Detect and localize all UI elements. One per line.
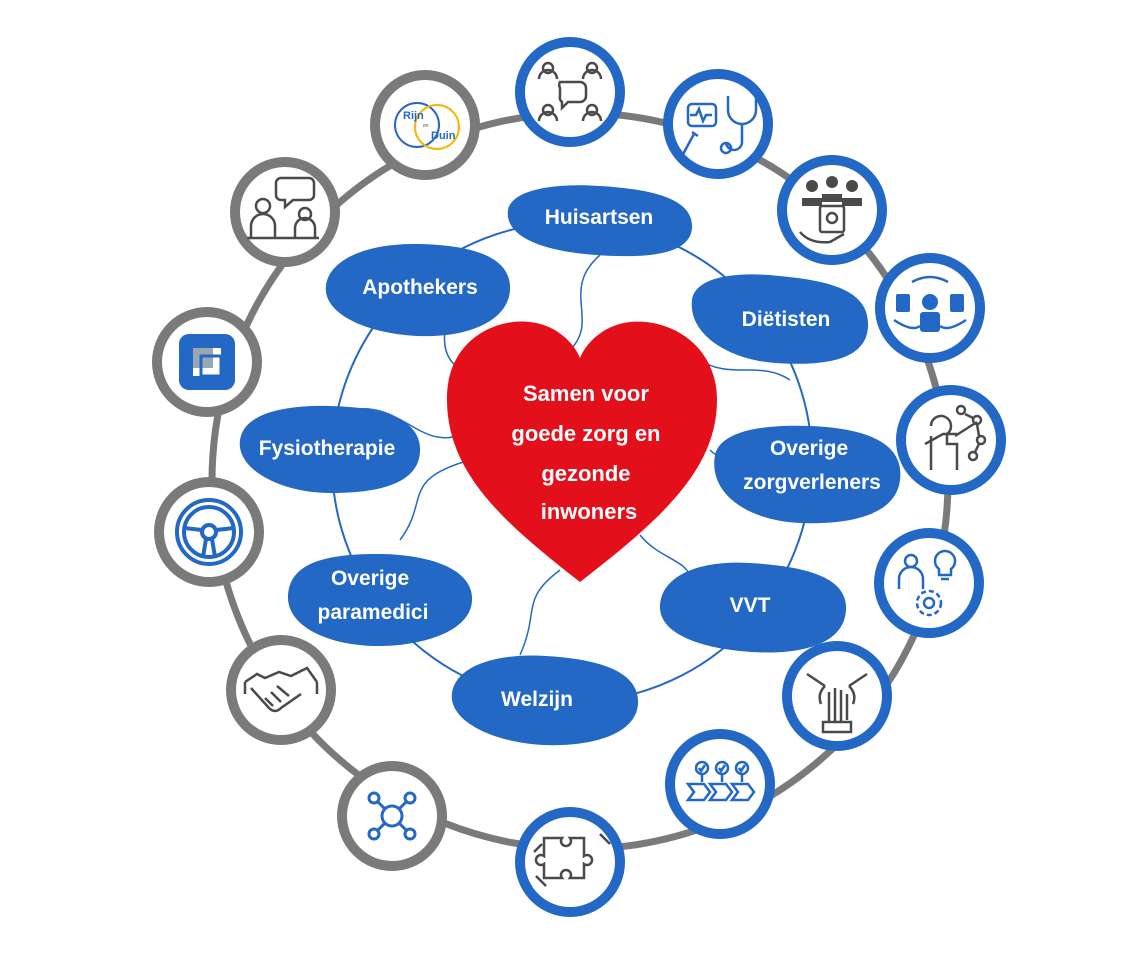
center-line: Samen voor — [523, 381, 649, 406]
center-line: inwoners — [541, 499, 638, 524]
center-line: goede zorg en — [511, 421, 660, 446]
care-team-icon — [777, 155, 887, 265]
blob-overige-zorgverleners: Overige zorgverleners — [714, 425, 901, 524]
puzzle-icon — [515, 807, 625, 917]
blob-apothekers: Apothekers — [325, 243, 511, 337]
blob-vvt: VVT — [659, 562, 847, 653]
rijn-en-duin-logo: Rijn en Duin — [370, 70, 480, 180]
square-logo-icon — [152, 307, 262, 417]
stethoscope-icon — [663, 69, 773, 179]
handshake-icon — [226, 635, 336, 745]
blob-welzijn: Welzijn — [451, 655, 639, 746]
blob-label: Welzijn — [501, 688, 573, 711]
group-chat-icon — [515, 37, 625, 147]
logo-word-rijn: Rijn — [403, 110, 424, 122]
blob-label-line: zorgverleners — [743, 471, 881, 494]
idea-network-icon — [896, 385, 1006, 495]
logo-word-en: en — [423, 123, 429, 129]
blob-label-line: Overige — [331, 567, 409, 590]
teacher-icon — [875, 253, 985, 363]
central-heart: Samen voor goede zorg en gezonde inwoner… — [446, 321, 717, 582]
blob-label: VVT — [730, 594, 771, 617]
blob-label: Apothekers — [362, 276, 478, 299]
process-steps-icon — [665, 729, 775, 839]
consultation-icon — [230, 157, 340, 267]
blob-label: Huisartsen — [545, 206, 654, 229]
steering-wheel-icon — [154, 477, 264, 587]
blob-label-line: paramedici — [318, 601, 429, 624]
blob-label: Diëtisten — [742, 308, 831, 331]
network-icon — [337, 761, 447, 871]
blob-label: Overige paramedici — [318, 567, 429, 624]
logo-word-duin: Duin — [431, 130, 456, 142]
blob-label-line: Overige — [770, 437, 848, 460]
blob-huisartsen: Huisartsen — [507, 185, 693, 257]
center-line: gezonde — [541, 461, 630, 486]
center-text: Samen voor goede zorg en gezonde inwoner… — [511, 381, 666, 524]
teamwork-hands-icon — [782, 641, 892, 751]
innovation-icon — [874, 528, 984, 638]
blob-label: Fysiotherapie — [259, 437, 396, 460]
blob-overige-paramedici: Overige paramedici — [287, 553, 473, 646]
blob-label: Overige zorgverleners — [743, 437, 881, 494]
blob-fysiotherapie: Fysiotherapie — [239, 405, 421, 493]
blob-dietisten: Diëtisten — [691, 274, 869, 364]
